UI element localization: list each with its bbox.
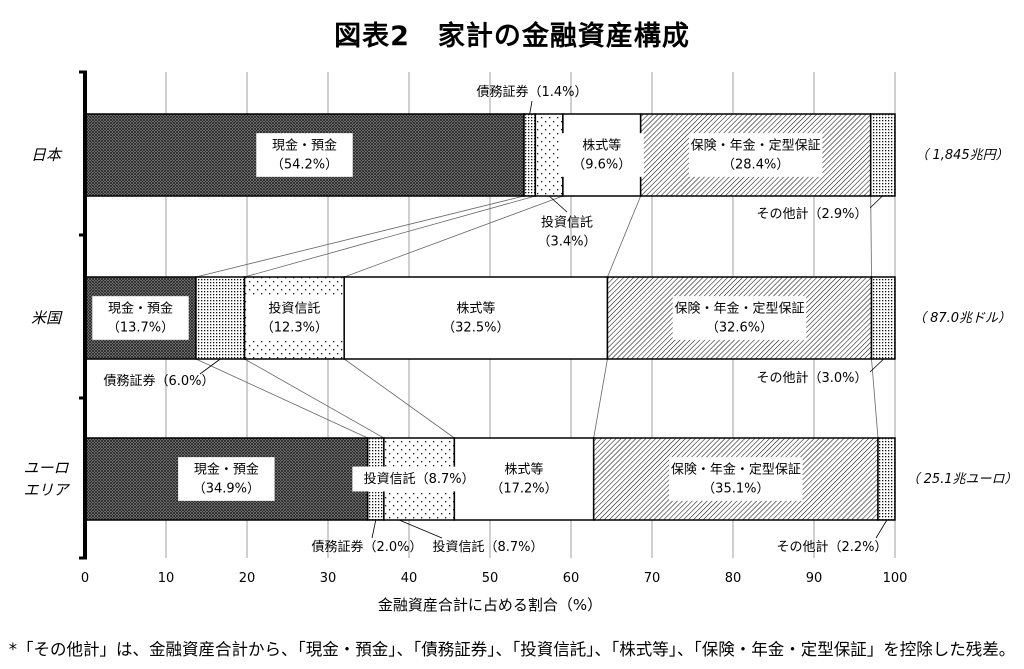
data-label-s2-r3: 債務証券（2.0%） xyxy=(311,539,422,555)
chart-title: 図表2 家計の金融資産構成 xyxy=(334,21,690,52)
data-label-s5-r3-bg xyxy=(669,457,803,501)
data-label-s2-r2: 債務証券（6.0%） xyxy=(103,373,214,389)
leader-line xyxy=(371,519,377,539)
connector-line xyxy=(343,358,455,439)
x-tick-label-70: 70 xyxy=(644,571,661,586)
total-label-2: （ 87.0兆ドル） xyxy=(913,310,1011,326)
connector-line xyxy=(244,358,385,439)
data-label-s6-r3: その他計（2.2%） xyxy=(776,539,887,555)
leader-line xyxy=(199,358,221,375)
x-tick-label-10: 10 xyxy=(158,571,175,586)
bar-segment-3-row-1 xyxy=(534,113,564,197)
data-label-s3-r1: 投資信託（3.4%） xyxy=(537,214,596,249)
x-tick-label-50: 50 xyxy=(482,571,499,586)
data-label-s4-r2-bg xyxy=(427,296,525,340)
data-label-s5-r3: 保険・年金・定型保証（35.1%） xyxy=(671,461,801,496)
leader-line xyxy=(869,195,883,209)
connector-line xyxy=(607,195,642,278)
connector-line xyxy=(195,195,525,278)
data-label-s4-r1-bg xyxy=(559,133,644,177)
x-axis-label: 金融資産合計に占める割合（%） xyxy=(378,596,602,614)
bar-segment-2-row-2 xyxy=(195,276,246,360)
category-label-2: 米国 xyxy=(31,309,63,327)
connector-line xyxy=(871,358,879,439)
data-label-s1-r3: 現金・預金（34.9%） xyxy=(193,461,260,496)
data-label-s4-r2: 株式等（32.5%） xyxy=(442,300,509,335)
x-tick-label-40: 40 xyxy=(401,571,418,586)
footnote: *「その他計」は、金融資産合計から、「現金・預金」、「債務証券」、「投資信託」、… xyxy=(8,640,1016,659)
total-label-3: （ 25.1兆ユーロ） xyxy=(906,471,1017,487)
category-label-1: 日本 xyxy=(31,146,63,164)
data-label-s5-r1-bg xyxy=(688,133,823,177)
x-tick-label-60: 60 xyxy=(563,571,580,586)
data-label-s1-r1-bg xyxy=(256,133,353,177)
data-label-s3-r3: 投資信託（8.7%） xyxy=(432,539,543,555)
data-label-s3-r2: 投資信託（12.3%） xyxy=(261,300,328,335)
x-tick-label-80: 80 xyxy=(725,571,742,586)
x-tick-label-0: 0 xyxy=(81,571,89,586)
data-label-s3-r3: 投資信託（8.7%） xyxy=(364,471,475,487)
data-label-s1-r3-bg xyxy=(178,457,275,501)
category-label-3: ユーロエリア xyxy=(23,459,70,499)
data-label-s4-r1: 株式等（9.6%） xyxy=(572,137,631,172)
x-tick-label-100: 100 xyxy=(883,571,908,586)
leader-line xyxy=(875,519,888,539)
data-label-s5-r2-bg xyxy=(672,296,807,340)
x-tick-label-20: 20 xyxy=(239,571,256,586)
connector-line xyxy=(870,195,872,278)
data-label-s6-r1: その他計（2.9%） xyxy=(756,206,867,222)
x-tick-label-90: 90 xyxy=(806,571,823,586)
data-label-s1-r2-bg xyxy=(92,296,189,340)
leader-line xyxy=(529,100,533,115)
connector-line xyxy=(195,358,368,439)
data-label-s4-r3: 株式等（17.2%） xyxy=(490,461,557,496)
data-label-s1-r1: 現金・預金（54.2%） xyxy=(271,137,338,172)
data-label-s2-r1: 債務証券（1.4%） xyxy=(476,84,587,100)
data-label-s1-r2: 現金・預金（13.7%） xyxy=(107,300,174,335)
data-label-s5-r1: 保険・年金・定型保証（28.4%） xyxy=(691,137,821,172)
total-label-1: （ 1,845兆円） xyxy=(915,147,1008,163)
leader-line xyxy=(869,358,884,373)
bar-segment-6-row-1 xyxy=(869,113,896,197)
leader-line xyxy=(398,519,443,539)
connector-line xyxy=(344,195,564,278)
data-label-s4-r3-bg xyxy=(475,457,573,501)
bar-segment-6-row-2 xyxy=(870,276,896,360)
connector-line xyxy=(593,358,608,439)
data-label-s6-r2: その他計（3.0%） xyxy=(756,370,867,386)
bar-segment-6-row-3 xyxy=(877,437,896,521)
data-label-s5-r2: 保険・年金・定型保証（32.6%） xyxy=(674,300,804,335)
x-tick-label-30: 30 xyxy=(320,571,337,586)
connector-line xyxy=(244,195,536,278)
bar-segment-2-row-1 xyxy=(523,113,537,197)
data-label-s3-r3-bg xyxy=(352,466,486,492)
data-label-s3-r2-bg xyxy=(246,296,343,340)
leader-line xyxy=(548,195,568,213)
